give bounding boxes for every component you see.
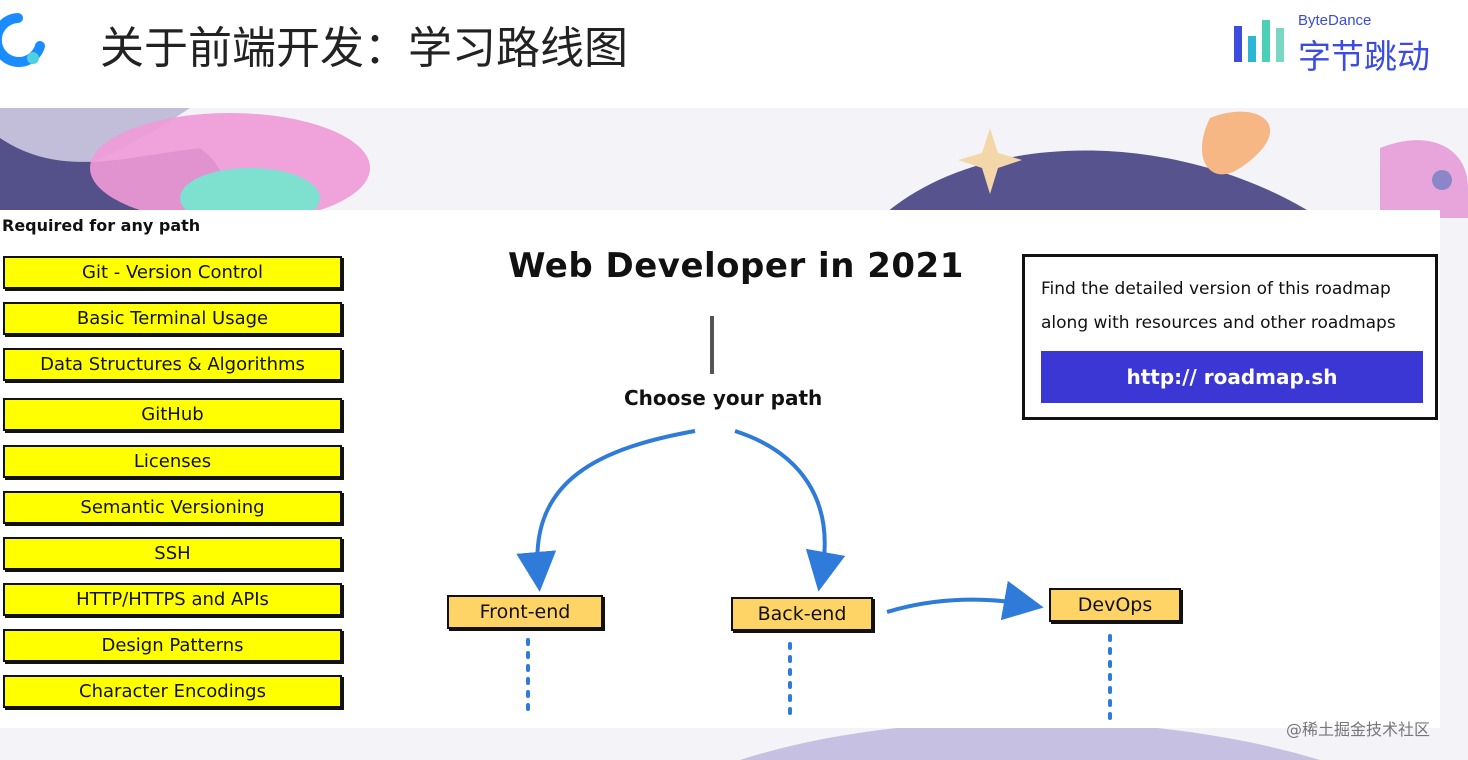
required-topic: Design Patterns xyxy=(3,629,342,662)
required-topic: GitHub xyxy=(3,398,342,431)
required-topic: Semantic Versioning xyxy=(3,491,342,524)
required-topic: SSH xyxy=(3,537,342,570)
source-watermark: @稀土掘金技术社区 xyxy=(1286,720,1431,739)
required-topic: Character Encodings xyxy=(3,675,342,708)
roadmap-link-button[interactable]: http:// roadmap.sh xyxy=(1041,351,1423,403)
choose-path-label: Choose your path xyxy=(624,386,823,410)
required-topic: Data Structures & Algorithms xyxy=(3,348,342,381)
info-text-line-2: along with resources and other roadmaps xyxy=(1041,313,1396,333)
roadmap-title: Web Developer in 2021 xyxy=(508,246,964,286)
roadmap-info-box: Find the detailed version of this roadma… xyxy=(1022,254,1438,420)
slide-header: 关于前端开发：学习路线图 ByteDance 字节跳动 xyxy=(0,0,1468,108)
brand-name-en: ByteDance xyxy=(1298,12,1372,29)
required-topic: Licenses xyxy=(3,445,342,478)
slide-title: 关于前端开发：学习路线图 xyxy=(100,23,628,74)
required-topic: Basic Terminal Usage xyxy=(3,302,342,335)
required-section-title: Required for any path xyxy=(2,216,201,235)
required-topic: HTTP/HTTPS and APIs xyxy=(3,583,342,616)
app-logo-icon xyxy=(0,13,45,67)
brand-name-cn: 字节跳动 xyxy=(1298,37,1430,76)
info-text-line-1: Find the detailed version of this roadma… xyxy=(1041,279,1391,299)
path-frontend: Front-end xyxy=(447,595,603,629)
required-topic: Git - Version Control xyxy=(3,256,342,289)
path-devops: DevOps xyxy=(1049,588,1181,622)
title-connector-line xyxy=(710,316,714,374)
bytedance-logo-icon xyxy=(1234,20,1284,62)
path-backend: Back-end xyxy=(731,597,873,631)
